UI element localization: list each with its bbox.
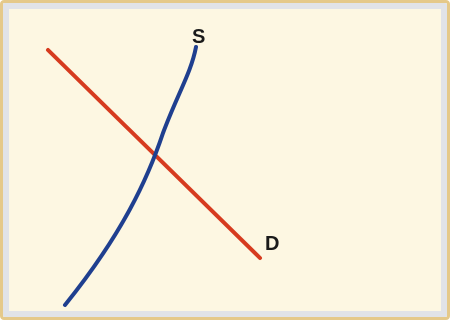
demand-label: D xyxy=(265,233,279,255)
supply-label: S xyxy=(192,26,205,48)
supply-curve xyxy=(63,45,198,307)
supply-demand-diagram: S D xyxy=(46,26,279,307)
